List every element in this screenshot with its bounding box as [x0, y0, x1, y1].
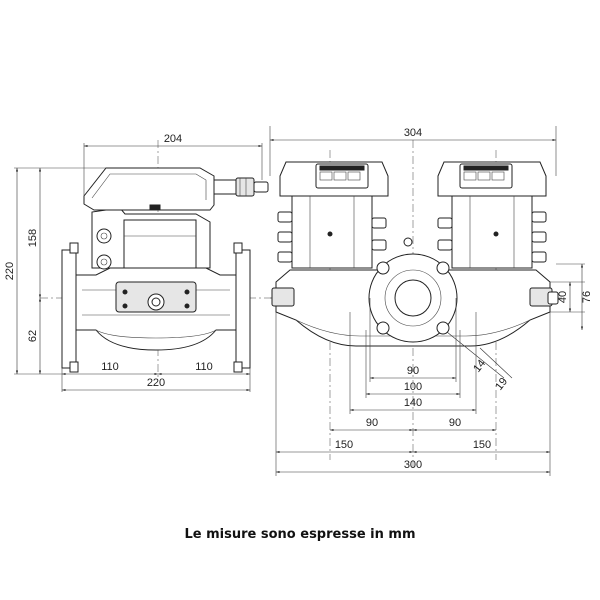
front-left-gland-3 [277, 251, 293, 263]
dim-front-40: 40 [557, 291, 569, 303]
dim-front-150-right: 150 [473, 439, 491, 451]
dim-side-110-right: 110 [195, 361, 213, 373]
front-left-gland-2 [277, 231, 293, 243]
front-dimensions: 304 40 76 90 100 140 90 90 150 [269, 126, 593, 476]
side-connector-plug [235, 177, 255, 197]
front-left-port [271, 287, 295, 307]
dim-side-62: 62 [27, 330, 39, 342]
side-right-flange-bolt-bottom [233, 361, 243, 373]
dim-front-90-inner: 90 [407, 365, 419, 377]
front-bolt-hole-br [436, 321, 450, 335]
side-label-mark [149, 204, 161, 211]
units-caption: Le misure sono espresse in mm [184, 527, 416, 542]
dim-side-110-left: 110 [101, 361, 119, 373]
side-connector-end [253, 181, 269, 193]
side-left-flange [61, 249, 77, 369]
front-flange-bore [394, 279, 432, 317]
front-right-gland-3 [531, 251, 547, 263]
side-dimensions: 204 220 158 62 110 110 220 [4, 133, 263, 392]
front-left-motor [277, 161, 389, 269]
front-right-gland-2 [531, 231, 547, 243]
dim-side-204: 204 [164, 133, 182, 145]
bolt-callout-leader [446, 331, 505, 379]
dim-front-90-left: 90 [366, 417, 378, 429]
side-view [40, 140, 272, 380]
front-right-gland-1 [531, 211, 547, 223]
dim-front-76: 76 [581, 291, 593, 303]
side-body-contour [95, 329, 217, 339]
dim-side-220-height: 220 [4, 262, 16, 280]
front-top-plug [403, 237, 413, 247]
dim-front-300: 300 [404, 459, 422, 471]
front-right-motor [437, 161, 547, 269]
side-control-head [83, 167, 215, 211]
dim-front-150-left: 150 [335, 439, 353, 451]
side-left-flange-bolt-top [69, 242, 79, 254]
dim-front-90-right: 90 [449, 417, 461, 429]
dim-bolt-14: 14 [471, 358, 488, 375]
front-bolt-hole-tl [376, 261, 390, 275]
side-right-flange-bolt-top [233, 242, 243, 254]
dim-front-304: 304 [404, 127, 422, 139]
side-cable-gland-bottom [96, 254, 112, 270]
front-bolt-hole-tr [436, 261, 450, 275]
front-right-motor-body [451, 195, 533, 269]
dim-bolt-19: 19 [493, 376, 510, 393]
front-bolt-hole-bl [376, 321, 390, 335]
dim-side-158: 158 [27, 229, 39, 247]
front-left-motor-body [291, 195, 373, 269]
side-connector [213, 179, 237, 195]
side-left-flange-bolt-bottom [69, 361, 79, 373]
side-right-flange [235, 249, 251, 369]
side-motor-inner [123, 219, 197, 269]
front-view [270, 140, 562, 470]
side-cable-gland-top [96, 228, 112, 244]
dim-front-100: 100 [404, 381, 422, 393]
dim-front-140: 140 [404, 397, 422, 409]
dim-side-220-base: 220 [147, 377, 165, 389]
front-left-gland-1 [277, 211, 293, 223]
